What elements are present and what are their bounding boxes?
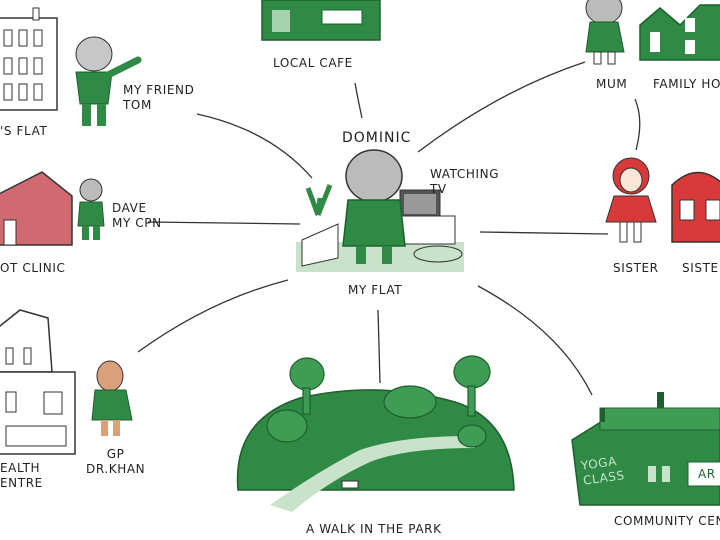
line-to-gp (138, 280, 288, 352)
line-to-cafe (355, 83, 362, 118)
park-scene (238, 356, 514, 512)
center-place-label: MY FLAT (348, 283, 402, 298)
community-label: COMMUNITY CENT (614, 514, 720, 529)
sisters-home-label: SISTE (682, 261, 719, 276)
line-to-dave (148, 222, 300, 224)
health-centre-label: EALTH ENTRE (0, 461, 43, 491)
sister-label: SISTER (613, 261, 659, 276)
line-to-friend (197, 114, 312, 178)
family-home-label: FAMILY HO (653, 77, 720, 92)
line-to-sister (480, 232, 608, 234)
gp-figure (92, 361, 132, 436)
friend-label: MY FRIEND TOM (123, 83, 194, 113)
clinic-label: OT CLINIC (0, 261, 66, 276)
center-name-label: DOMINIC (342, 131, 411, 146)
line-to-community (478, 286, 592, 395)
center-activity-label: WATCHING TV (430, 167, 499, 197)
arts-sign-label: AR (698, 467, 716, 482)
friends-flat-label: 'S FLAT (0, 124, 47, 139)
sister-figure (606, 158, 656, 242)
friends-flat-building (0, 8, 57, 110)
cafe-label: LOCAL CAFE (273, 56, 353, 71)
cafe-building (262, 0, 380, 40)
yoga-sign-label: YOGA CLASS (580, 453, 626, 489)
mum-label: MUM (596, 77, 627, 92)
health-centre-building (0, 310, 75, 454)
park-label: A WALK IN THE PARK (306, 522, 442, 537)
line-to-mum (418, 62, 585, 152)
family-home-building (640, 5, 720, 60)
line-to-park (378, 310, 380, 383)
sisters-home-building (672, 173, 720, 243)
mum-figure (586, 0, 624, 64)
community-centre-building (572, 392, 720, 505)
clinic-building (0, 172, 72, 245)
dave-figure (78, 179, 104, 240)
line-mum-sister (635, 99, 640, 150)
gp-label: GP DR.KHAN (86, 447, 145, 477)
dave-label: DAVE MY CPN (112, 201, 162, 231)
